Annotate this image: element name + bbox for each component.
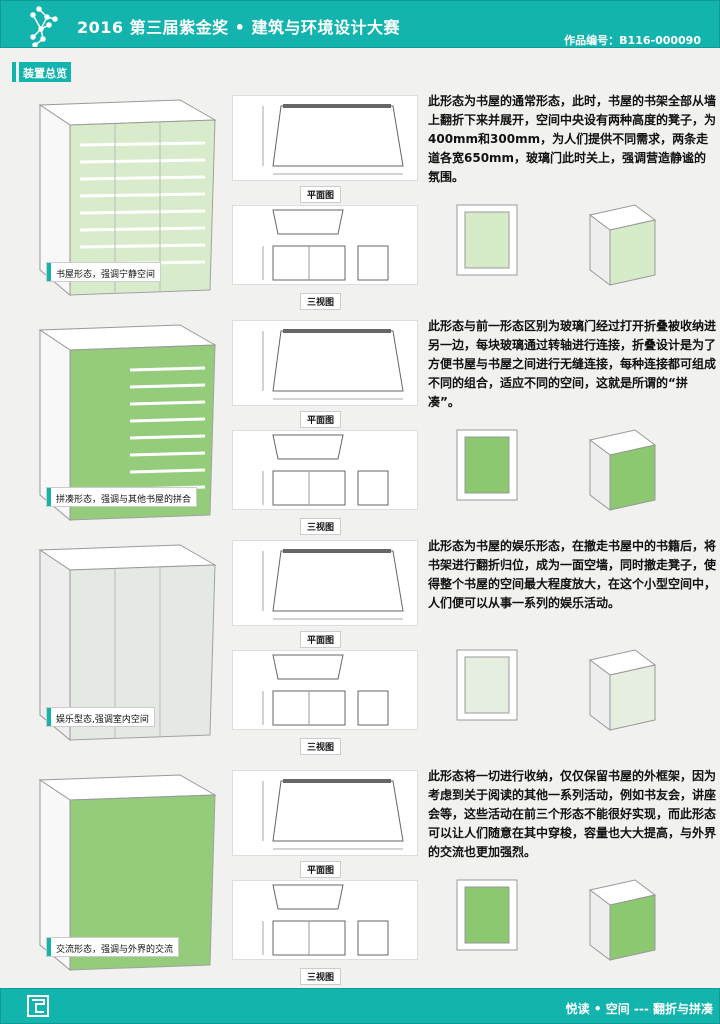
views-caption: 三视图 (300, 738, 342, 755)
floor-plan-drawing (232, 770, 418, 856)
form-description: 此形态为书屋的通常形态，此时，书屋的书架全部从墙上翻折下来并展开，空间中央设有两… (428, 94, 717, 184)
plan-caption: 平面图 (300, 631, 342, 648)
form-label-text: 娱乐型态,强调室内空间 (56, 715, 149, 725)
footer-logo-icon (27, 995, 49, 1017)
three-view-drawing (232, 205, 418, 285)
views-caption: 三视图 (300, 293, 342, 310)
views-caption: 三视图 (300, 518, 342, 535)
label-accent-bar (47, 263, 51, 281)
entry-code: 作品编号：B116-000090 (564, 34, 701, 47)
floor-plan-drawing (232, 95, 418, 181)
floor-plan-drawing (232, 320, 418, 406)
plan-caption: 平面图 (300, 186, 342, 203)
front-render (452, 645, 522, 729)
label-accent-bar (47, 488, 51, 506)
form-label-text: 交流形态，强调与外界的交流 (56, 945, 174, 955)
form-label: 娱乐型态,强调室内空间 (46, 707, 155, 727)
perspective-render (10, 765, 225, 985)
front-render (452, 875, 522, 959)
views-caption: 三视图 (300, 968, 342, 985)
form-description: 此形态将一切进行收纳，仅仅保留书屋的外框架，因为考虑到关于阅读的其他一系列活动，… (428, 769, 717, 859)
label-accent-bar (47, 708, 51, 726)
form-label: 拼凑形态，强调与其他书屋的拼合 (46, 487, 198, 507)
footer-slogan: 悦读 • 空间 --- 翻折与拼凑 (565, 1002, 713, 1016)
three-view-drawing (232, 650, 418, 730)
form-label: 书屋形态，强调宁静空间 (46, 262, 162, 282)
form-label-text: 拼凑形态，强调与其他书屋的拼合 (56, 495, 192, 505)
angle-render (570, 645, 660, 739)
three-view-drawing (232, 430, 418, 510)
plan-caption: 平面图 (300, 861, 342, 878)
angle-render (570, 200, 660, 294)
form-section: 书屋形态，强调宁静空间 平面图 三视图 此形态为书屋的通常形态，此时，书屋的书架… (0, 90, 720, 312)
perspective-render (10, 535, 225, 755)
front-render (452, 425, 522, 509)
plan-caption: 平面图 (300, 411, 342, 428)
three-view-drawing (232, 880, 418, 960)
network-logo-icon (30, 6, 58, 47)
form-section: 娱乐型态,强调室内空间 平面图 三视图 此形态为书屋的娱乐形态，在撤走书屋中的书… (0, 535, 720, 757)
form-description: 此形态为书屋的娱乐形态，在撤走书屋中的书籍后，将书架进行翻折归位，成为一面空墙，… (428, 539, 717, 610)
tag-accent-bar (12, 62, 16, 82)
header-banner: 2016 第三届紫金奖 • 建筑与环境设计大赛 作品编号：B116-000090 (0, 0, 720, 48)
form-label-text: 书屋形态，强调宁静空间 (56, 270, 156, 280)
form-label: 交流形态，强调与外界的交流 (46, 937, 180, 957)
angle-render (570, 425, 660, 519)
form-section: 拼凑形态，强调与其他书屋的拼合 平面图 三视图 此形态与前一形态区别为玻璃门经过… (0, 315, 720, 537)
perspective-render (10, 90, 225, 310)
front-render (452, 200, 522, 284)
overview-tag-label: 装置总览 (19, 62, 71, 82)
footer-banner: 悦读 • 空间 --- 翻折与拼凑 (0, 988, 720, 1024)
page-title: 2016 第三届紫金奖 • 建筑与环境设计大赛 (77, 18, 400, 37)
form-description: 此形态与前一形态区别为玻璃门经过打开折叠被收纳进另一边，每块玻璃通过转轴进行连接… (428, 319, 717, 409)
angle-render (570, 875, 660, 969)
floor-plan-drawing (232, 540, 418, 626)
form-section: 交流形态，强调与外界的交流 平面图 三视图 此形态将一切进行收纳，仅仅保留书屋的… (0, 765, 720, 987)
overview-tag: 装置总览 (12, 62, 71, 82)
label-accent-bar (47, 938, 51, 956)
